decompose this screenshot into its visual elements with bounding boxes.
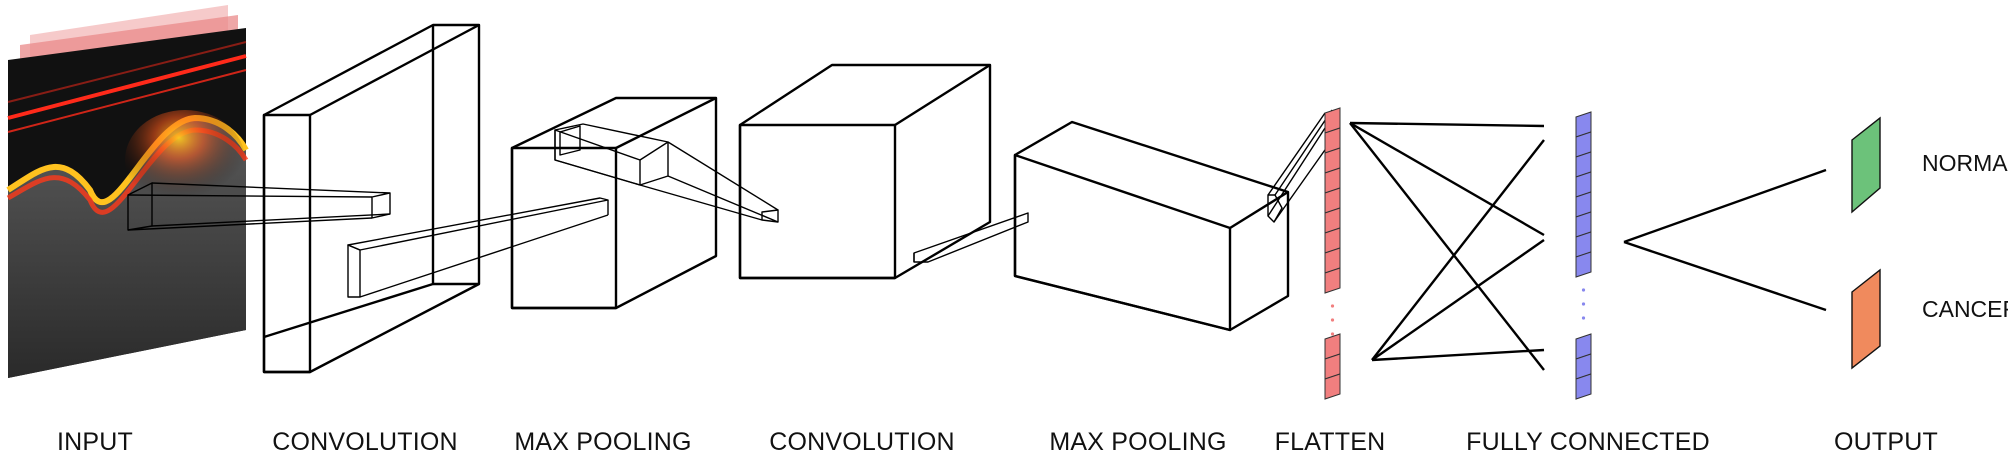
ellipsis-dot [1330,318,1335,322]
label-flatten: FLATTEN [1274,428,1386,456]
input-to-conv1-connectors [127,182,391,231]
oct-scan-image [6,41,249,378]
vector-cell [1324,267,1341,294]
label-max-pooling-2: MAX POOLING [1049,428,1227,456]
ellipsis-dot [1581,288,1586,292]
ellipsis-dot [1581,302,1586,306]
flatten-vector [1324,107,1341,400]
pool2-to-flatten-connectors [1267,109,1333,223]
fc-to-output-lines [1623,168,1827,312]
output-cancer-node [1851,268,1881,370]
fully-connected-vector [1575,111,1592,400]
label-max-pooling-1: MAX POOLING [514,428,692,456]
ellipsis-dot [1581,316,1586,320]
vector-cell [1575,251,1592,278]
ellipsis-dot [1330,304,1335,308]
vector-cell [1575,373,1592,400]
dense-connections [1349,121,1545,371]
pool1-volume [510,96,779,310]
label-input: INPUT [57,428,133,456]
vector-cell [1324,373,1341,400]
label-convolution-2: CONVOLUTION [769,428,955,456]
label-convolution-1: CONVOLUTION [272,428,458,456]
ellipsis-dot [1330,332,1335,336]
output-class-normal: NORMAL [1922,150,2008,176]
pool2-volume [1013,120,1290,332]
output-normal-node [1851,116,1881,214]
output-class-cancer: CANCER [1922,296,2008,322]
conv2-volume [738,63,1029,280]
label-output: OUTPUT [1834,428,1938,456]
conv1-volume [262,23,609,374]
label-fully-connected: FULLY CONNECTED [1466,428,1710,456]
input-image-stack [6,5,249,378]
